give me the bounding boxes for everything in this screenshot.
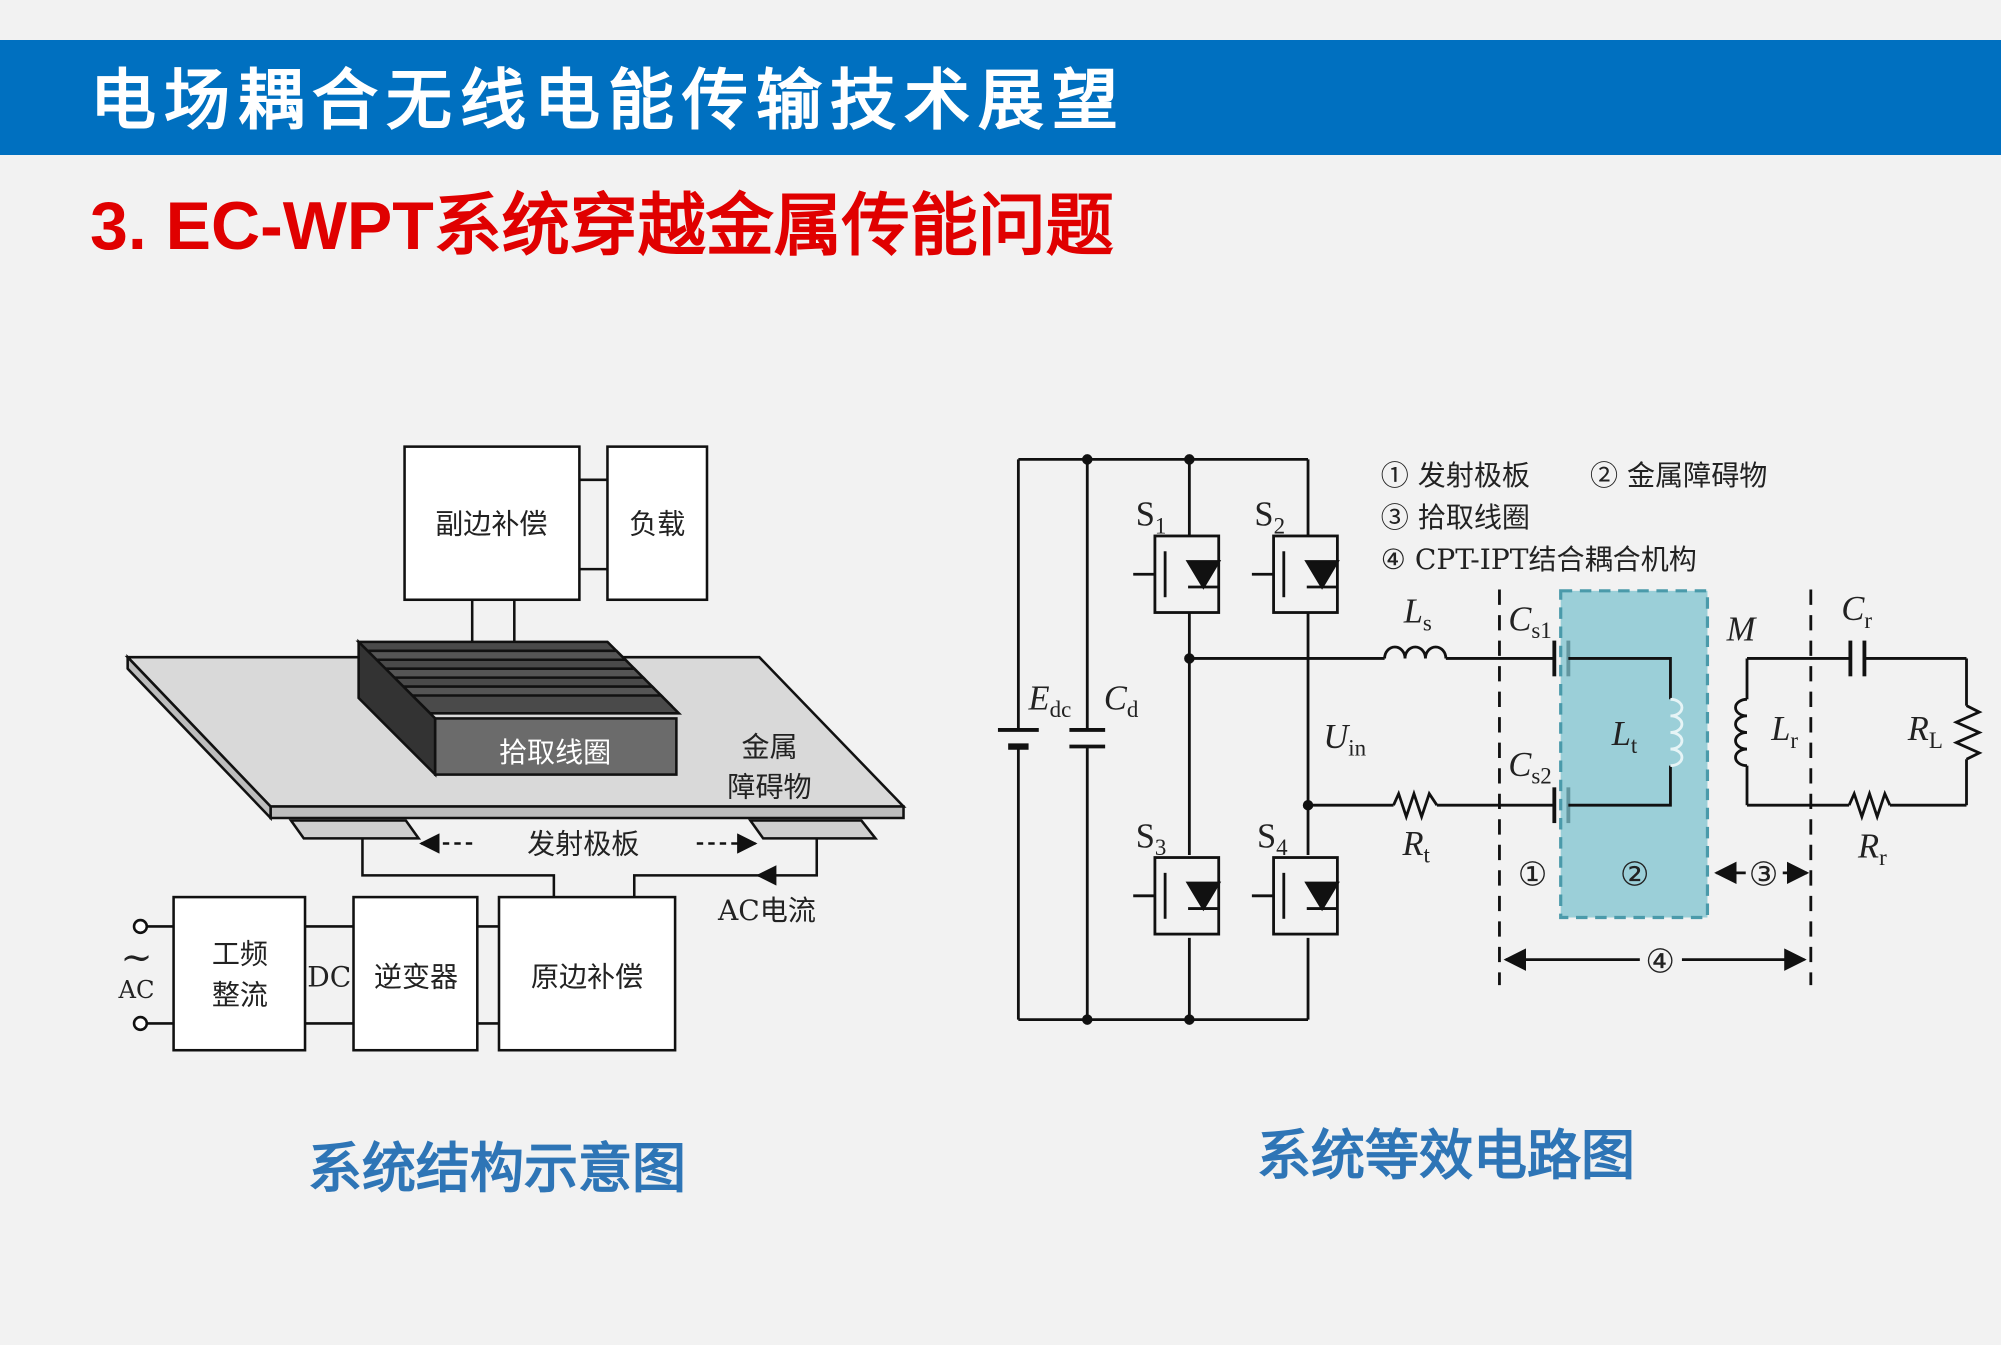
secondary-compensation-label: 副边补偿 [435,507,547,540]
load-label: 负载 [629,507,685,540]
pickup-coil-stack [355,638,683,778]
region-4-label: ④ [1645,943,1675,980]
label-cs1: Cs1 [1508,600,1551,643]
transmitter-plate-right [747,819,879,840]
pickup-coil-label: 拾取线圈 [499,736,611,769]
transmitter-plates-label: 发射极板 [527,828,639,861]
metal-obstacle-label-2: 障碍物 [727,770,811,803]
inverter-box [352,895,479,1052]
rectifier-label-2: 整流 [212,978,268,1011]
label-s1: S1 [1136,496,1167,539]
section-title: 3. EC-WPT系统穿越金属传能问题 [90,188,1114,264]
metal-obstacle-region [1559,589,1710,920]
dc-label: DC [307,960,351,993]
load-box [606,445,709,602]
page-title: 电场耦合无线电能传输技术展望 [90,61,1126,139]
inductor-ls [1383,645,1448,659]
transmitter-plate-left [288,819,422,840]
header-bar [0,40,2001,155]
inductor-lt [1670,697,1684,768]
ac-current-label: AC电流 [717,894,816,927]
legend-item-4: ④ CPT-IPT结合耦合机构 [1381,543,1697,576]
label-cd: Cd [1104,680,1139,723]
resistor-rl [1952,704,1983,761]
resistor-rr [1847,789,1892,822]
label-cs2: Cs2 [1508,746,1551,789]
ac-source-symbol: ~ [121,935,153,980]
primary-compensation-box [497,895,677,1052]
label-s2: S2 [1254,496,1285,539]
label-rl: RL [1907,710,1943,753]
metal-obstacle-label-1: 金属 [741,731,797,764]
label-s3: S3 [1136,817,1167,860]
label-rt: Rt [1401,825,1430,868]
inductor-lr [1734,697,1748,768]
label-cr: Cr [1841,590,1872,633]
ac-terminal-bottom [132,1015,149,1032]
label-m: M [1726,611,1758,649]
switch-s2 [1251,534,1340,614]
secondary-compensation-box [403,445,581,602]
label-ls: Ls [1403,593,1432,636]
structure-diagram [124,445,907,1052]
legend-item-3: ③ 拾取线圈 [1381,501,1530,534]
switch-s4 [1251,856,1340,936]
region-3-label: ③ [1749,857,1779,894]
label-s4: S4 [1257,817,1288,860]
region-1-label: ① [1518,857,1548,894]
region-2-label: ② [1620,857,1650,894]
label-lt: Lt [1611,715,1638,758]
primary-compensation-label: 原边补偿 [531,960,643,993]
legend-item-1: ① 发射极板 [1381,459,1530,492]
legend-item-2: ② 金属障碍物 [1590,459,1767,492]
ac-terminal-top [132,918,149,935]
structure-diagram-caption: 系统结构示意图 [308,1137,686,1200]
ac-source-label: AC [118,975,155,1004]
label-lr: Lr [1770,710,1798,753]
switch-s1 [1133,534,1222,614]
label-edc: Edc [1028,680,1072,723]
equivalent-circuit [997,454,1571,1025]
circuit-diagram-caption: 系统等效电路图 [1257,1124,1635,1187]
rectifier-label-1: 工频 [212,937,268,970]
resistor-rt [1392,789,1439,822]
inverter-label: 逆变器 [374,960,458,993]
rectifier-box [172,895,307,1052]
switch-s3 [1133,856,1222,936]
label-rr: Rr [1857,828,1887,871]
label-uin: Uin [1323,718,1366,761]
